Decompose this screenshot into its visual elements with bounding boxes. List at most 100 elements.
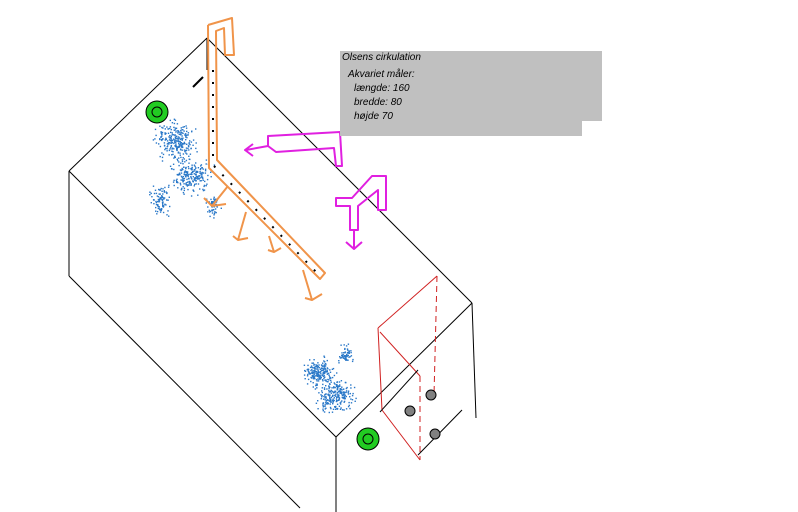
bubble-left-dot [184, 143, 186, 145]
pump-lower-arrow [345, 230, 363, 250]
bubble-left-dot [210, 202, 212, 205]
bubble-right-dot [333, 382, 335, 384]
bubble-right-dot [339, 402, 341, 404]
bubble-left-dot [195, 162, 197, 164]
bubble-right-dot [337, 385, 339, 388]
bubble-left-dot [191, 164, 193, 166]
bubble-right-dot [307, 364, 309, 367]
bubble-left-dot [155, 203, 158, 206]
bubble-left-dot [207, 206, 209, 208]
bubble-left-dot [157, 196, 160, 198]
bubble-left-dot [166, 148, 168, 150]
bubble-right-dot [309, 373, 311, 375]
bubble-left-dot [188, 158, 190, 160]
bubble-left-dot [206, 178, 209, 181]
bubble-left-dot [185, 183, 187, 185]
bubble-left-dot [182, 157, 184, 159]
bubble-left-dot [169, 142, 171, 144]
bubble-right-dot [344, 391, 346, 393]
bubble-right-dot [331, 368, 334, 370]
bubble-left-dot [168, 139, 171, 141]
bubble-left-dot [164, 132, 166, 134]
bubble-right-dot [311, 366, 313, 369]
bubble-left-dot [182, 143, 184, 146]
bubble-left-dot [202, 168, 204, 170]
bubble-right-dot [330, 379, 332, 382]
bubble-right-dot [310, 369, 312, 372]
bubble-left-dot [175, 145, 177, 148]
bubble-right-dot [336, 407, 338, 410]
bubble-right-dot [344, 381, 347, 384]
filter-holes [404, 389, 441, 440]
bubble-right-dot [313, 369, 316, 372]
bubble-left-dot [171, 142, 174, 144]
bubble-left-dot [180, 143, 182, 145]
bubble-left-dot [162, 193, 164, 195]
bubble-right-dot [338, 395, 340, 397]
bubble-right-dot [304, 370, 307, 372]
bubble-left-dot [179, 134, 182, 136]
right-vertical-edge [471, 302, 477, 419]
bubble-left-dot [162, 138, 164, 140]
bubble-right-dot [327, 378, 329, 381]
bubble-left-dot [159, 125, 161, 127]
bubble-right-dot [328, 389, 330, 392]
bubble-left-dot [180, 127, 182, 129]
bubble-left-dot [190, 195, 193, 197]
bubble-left-dot [158, 188, 160, 191]
bubble-left-dot [183, 179, 185, 182]
bubble-left-dot [179, 182, 182, 184]
bubble-right-dot [336, 403, 339, 405]
bubble-left-dot [188, 145, 190, 148]
bubble-right-dot [345, 390, 348, 392]
bubble-right-dot [349, 356, 351, 358]
bubble-right-dot [332, 392, 335, 394]
bubble-left-dot [196, 175, 199, 178]
bubble-right-dot [321, 387, 323, 389]
bubble-left-dot [182, 153, 185, 155]
bubble-left-dot [158, 206, 160, 208]
bubble-left-dot [197, 177, 200, 179]
bubble-left-dot [170, 131, 172, 134]
bubble-left-dot [198, 175, 200, 177]
bubble-left-dot [164, 186, 166, 189]
bubble-right-dot [324, 394, 326, 396]
top-front-edge [68, 170, 337, 438]
bubble-left-dot [182, 163, 184, 165]
bubble-left-dot [174, 136, 177, 139]
bubble-left-dot [161, 156, 164, 159]
bubble-right-dot [347, 405, 350, 408]
bubble-left-dot [152, 185, 155, 187]
bubble-left-dot [211, 202, 214, 204]
bubble-left-dot [153, 199, 155, 201]
bubble-right-dot [340, 388, 342, 390]
bubble-left-dot [188, 184, 190, 186]
bubble-left-dot [179, 149, 182, 151]
bubble-right-dot [332, 367, 335, 370]
bubble-left-dot [179, 138, 182, 140]
bubble-left-dot [193, 190, 195, 192]
bubble-right-dot [312, 382, 314, 384]
bubble-left-dot [176, 123, 179, 125]
bubble-right-dot [316, 366, 318, 368]
bubble-left-dot [195, 128, 197, 130]
bubble-left-dot [186, 174, 188, 176]
bubble-left-dot [179, 142, 182, 144]
bubble-left-dot [171, 154, 173, 156]
bubble-right-dot [311, 375, 313, 377]
bubble-right-dot [322, 383, 324, 386]
bubble-right-dot [351, 399, 354, 401]
bubble-left-dot [192, 139, 195, 141]
bubble-left-dot [181, 176, 183, 179]
bubble-left-dot [169, 205, 171, 208]
bubble-right-dot [320, 398, 322, 400]
bubble-left-dot [180, 144, 183, 146]
bubble-left-dot [209, 211, 211, 213]
bubble-left-dot [178, 137, 180, 139]
bubble-right-dot [341, 409, 344, 411]
bubble-left-dot [205, 185, 207, 187]
bubble-right-dot [318, 378, 320, 380]
bubble-left-dot [177, 152, 179, 154]
bubble-left-dot [195, 175, 198, 178]
bubble-right-dot [319, 368, 321, 371]
